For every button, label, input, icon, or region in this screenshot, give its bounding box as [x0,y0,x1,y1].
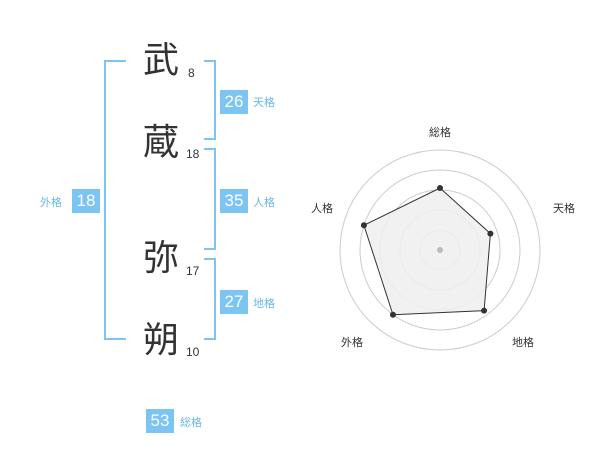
name-char-4: 朔 [143,320,180,361]
axis-label-jinkaku: 人格 [311,201,333,215]
jinkaku-label: 人格 [253,196,275,209]
chikaku-value: 27 [220,290,248,314]
radar-ring-5 [339,149,541,351]
tenkaku-bracket [204,60,216,140]
gaikaku-label: 外格 [40,196,62,209]
radar-point-4 [389,311,396,318]
radar-point-5 [360,222,367,229]
tenkaku-label: 天格 [253,96,275,109]
chikaku-bracket [204,258,216,340]
gaikaku-bracket [104,60,126,340]
stroke-count-3: 17 [186,264,200,278]
name-char-2: 蔵 [143,122,180,163]
axis-label-gaikaku: 外格 [341,335,363,349]
stroke-count-4: 10 [186,345,200,359]
soukaku-label: 総格 [180,416,202,429]
radar-polygon [363,187,491,316]
jinkaku-bracket [204,148,216,250]
radar-points [360,185,494,318]
gaikaku-value: 18 [72,189,100,213]
radar-point-2 [487,230,494,237]
axis-label-soukaku: 総格 [429,125,451,139]
axis-label-tenkaku: 天格 [553,201,575,215]
radar-point-1 [437,185,443,191]
name-char-3: 弥 [143,238,180,279]
radar-point-3 [481,307,488,314]
radar-ring-4 [359,169,521,331]
stroke-count-1: 8 [188,66,195,80]
stroke-count-2: 18 [186,147,200,161]
soukaku-value: 53 [146,409,174,433]
axis-label-chikaku: 地格 [512,335,534,349]
jinkaku-value: 35 [220,189,248,213]
radar-center [437,247,443,253]
radar-chart: 総格 天格 地格 外格 人格 [311,125,575,351]
tenkaku-value: 26 [220,90,248,114]
chikaku-label: 地格 [253,297,275,310]
name-char-1: 武 [143,40,180,81]
